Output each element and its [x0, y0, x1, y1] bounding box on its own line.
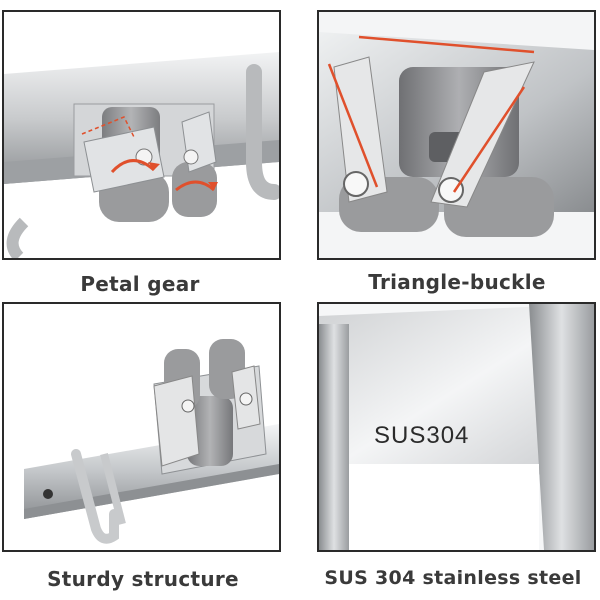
panel-sus304-steel: SUS304	[317, 302, 596, 552]
petal-gear-illustration	[4, 52, 279, 258]
panel-petal-gear	[2, 10, 281, 260]
rotate-arrow-icon	[110, 159, 218, 192]
panel-triangle-buckle	[317, 10, 596, 260]
caption-sturdy-structure: Sturdy structure	[47, 567, 239, 591]
sus304-engraving: SUS304	[374, 422, 470, 449]
steel-closeup-illustration	[319, 304, 594, 550]
triangle-buckle-illustration	[319, 12, 594, 258]
caption-sus304-steel: SUS 304 stainless steel	[324, 567, 582, 589]
caption-triangle-buckle: Triangle-buckle	[368, 270, 546, 294]
sturdy-structure-illustration	[24, 339, 279, 544]
caption-petal-gear: Petal gear	[80, 272, 200, 296]
panel-sturdy-structure	[2, 302, 281, 552]
